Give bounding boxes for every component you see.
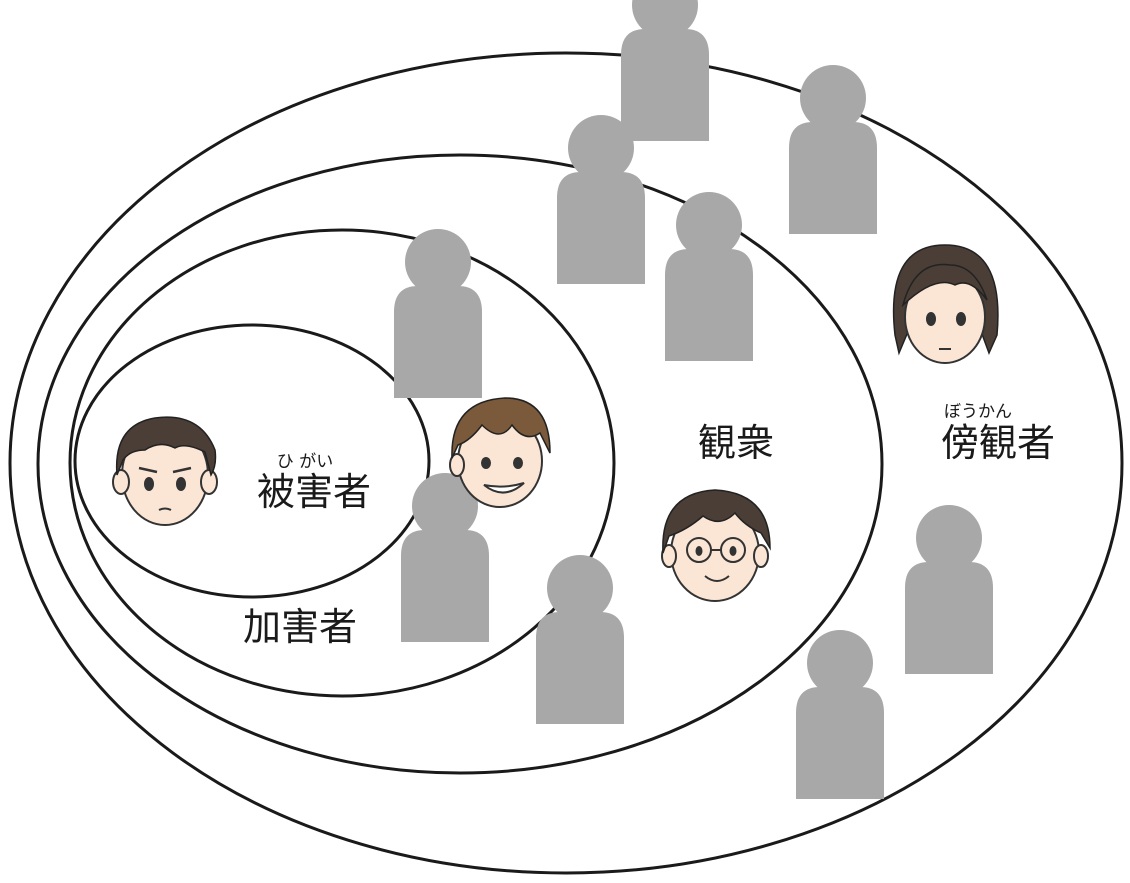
person-silhouette-bystander-4 (796, 630, 884, 799)
audience-label: 観衆 (698, 421, 774, 465)
perpetrator-face-illustration (449, 397, 551, 508)
perpetrator-label: 加害者 (243, 605, 357, 649)
audience-ring (36, 153, 884, 775)
audience-face-illustration (661, 489, 771, 602)
person-silhouette-audience-3 (536, 555, 624, 724)
person-silhouette-perpetrator-1 (394, 229, 482, 398)
person-silhouette-audience-2 (665, 192, 753, 361)
bystander-ruby: ぼうかん (944, 402, 1012, 422)
perpetrator-ring (68, 228, 616, 698)
person-silhouette-audience-1 (557, 115, 645, 284)
victim-label: 被害者 (257, 470, 371, 514)
victim-face-illustration (112, 416, 218, 526)
person-silhouette-bystander-1 (621, 0, 709, 141)
victim-ruby: ひ がい (277, 452, 333, 472)
person-silhouette-bystander-3 (905, 505, 993, 674)
bystander-label: 傍観者 (941, 421, 1055, 465)
person-silhouette-bystander-2 (789, 65, 877, 234)
victim-ring (73, 323, 431, 599)
bystander-ring (8, 51, 1124, 875)
bystander-face-illustration (892, 244, 999, 364)
